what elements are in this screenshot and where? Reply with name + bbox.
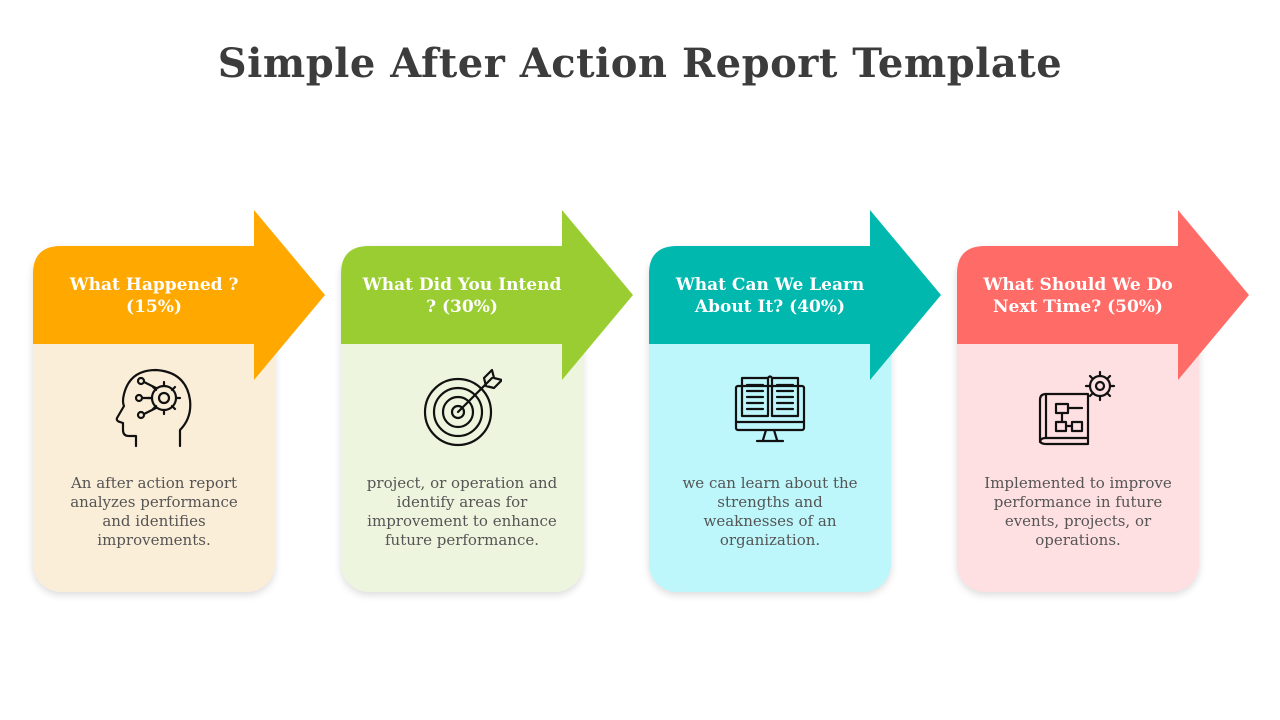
step-heading: What Can We Learn About It? (40%) [675, 275, 865, 317]
step-description: Implemented to improve performance in fu… [984, 474, 1172, 549]
arrow-banner [341, 210, 633, 380]
step-heading: What Did You Intend ? (30%) [362, 275, 562, 317]
book-monitor-icon [730, 366, 810, 450]
arrow-banner [957, 210, 1249, 380]
step-card-what-can-we-learn: What Can We Learn About It? (40%) we can… [649, 210, 941, 592]
head-gear-icon [114, 366, 194, 450]
step-card-what-should-we-do: What Should We Do Next Time? (50%) Imple… [957, 210, 1249, 592]
step-description: we can learn about the strengths and wea… [682, 474, 858, 549]
page-title: Simple After Action Report Template [217, 40, 1063, 87]
step-heading: What Happened ? (15%) [69, 275, 239, 317]
step-card-what-happened: What Happened ? (15%) An after action re… [33, 210, 325, 592]
target-icon [422, 366, 502, 450]
step-description: An after action report analyzes performa… [70, 474, 238, 549]
blueprint-gear-icon [1038, 366, 1118, 450]
arrow-banner [649, 210, 941, 380]
step-card-what-did-you-intend: What Did You Intend ? (30%) project, or … [341, 210, 633, 592]
arrow-banner [33, 210, 325, 380]
step-heading: What Should We Do Next Time? (50%) [983, 275, 1173, 317]
step-description: project, or operation and identify areas… [366, 474, 558, 549]
